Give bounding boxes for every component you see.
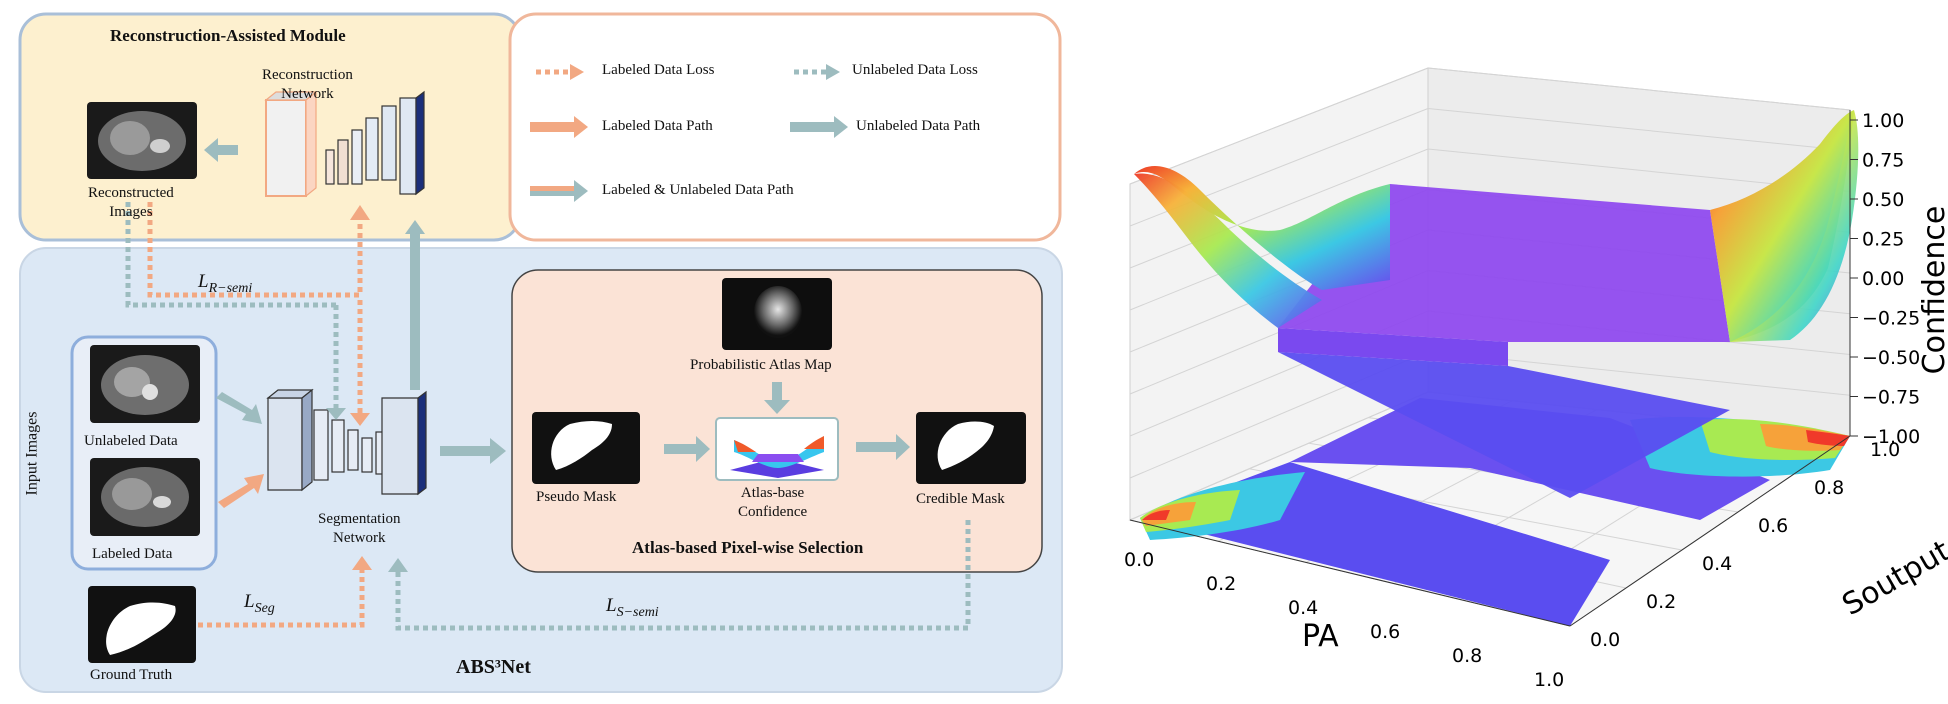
x-axis-label: PA — [1302, 619, 1339, 654]
loss-s-semi-subscript: S−semi — [616, 604, 659, 620]
atlas-confidence-line2: Confidence — [738, 504, 808, 520]
pseudo-mask-thumb — [532, 412, 640, 484]
loss-paths — [125, 202, 971, 631]
surface-step-plane — [1278, 184, 1730, 498]
reconstructed-images-label: Reconstructed Images — [88, 184, 174, 222]
loss-r-semi-subscript: R−semi — [208, 280, 253, 296]
z-gridline-back — [1427, 108, 1851, 152]
ground-truth-thumb — [88, 586, 196, 663]
surface-right-ridge — [1710, 110, 1859, 342]
z-tick-label: 0.00 — [1862, 268, 1904, 290]
x-tick-label: 0.8 — [1452, 645, 1482, 667]
z-gridline-back — [1427, 67, 1851, 111]
reconstructed-images-line2: Images — [109, 204, 153, 220]
labeled-data-label: Labeled Data — [92, 546, 173, 562]
segmentation-network-line1: Segmentation — [318, 511, 401, 527]
y-tick-label: 0.4 — [1702, 553, 1732, 575]
reconstruction-module-title: Reconstruction-Assisted Module — [110, 26, 346, 45]
pseudo-mask-label: Pseudo Mask — [536, 489, 617, 505]
z-tick-label: −1.00 — [1862, 426, 1920, 448]
loss-s-semi-symbol: L — [606, 595, 617, 616]
y-tick-label: 0.2 — [1646, 591, 1676, 613]
x-tick-label: 0.4 — [1288, 597, 1318, 619]
z-tick-label: −0.50 — [1862, 347, 1920, 369]
loss-seg-subscript: Seg — [254, 600, 275, 616]
loss-s-semi: LS−semi — [606, 596, 659, 622]
y-tick-label: 1.0 — [1870, 439, 1900, 461]
reconstruction-network-blocks — [264, 90, 425, 198]
probabilistic-atlas-label: Probabilistic Atlas Map — [690, 357, 832, 373]
confidence-surface-plot: 0.0 0.2 0.4 0.6 0.8 1.0 0.0 0.2 0.4 0.6 0.8 1.0 1.00… — [1124, 67, 1948, 691]
legend-unlabeled-path: Unlabeled Data Path — [856, 118, 981, 134]
reconstruction-network-label: Reconstruction Network — [262, 66, 353, 104]
legend-panel — [508, 12, 1062, 242]
network-title: ABS³Net — [456, 656, 531, 678]
loss-r-semi-symbol: L — [198, 271, 209, 292]
z-axis-label: Confidence — [1917, 206, 1948, 375]
segmentation-network-blocks — [266, 388, 427, 496]
y-axis-label: Soutput — [1837, 534, 1948, 623]
legend-unlabeled-loss: Unlabeled Data Loss — [852, 62, 978, 78]
legend-labeled-path: Labeled Data Path — [602, 118, 713, 134]
z-tick-label: 1.00 — [1862, 110, 1904, 132]
atlas-confidence-line1: Atlas-base — [740, 485, 805, 501]
credible-mask-label: Credible Mask — [916, 491, 1005, 507]
reconstructed-image-thumb — [87, 102, 197, 179]
data-path-arrows — [204, 138, 910, 508]
input-images-label: Input Images — [23, 411, 41, 496]
ground-truth-label: Ground Truth — [90, 667, 173, 683]
loss-seg: LSeg — [244, 592, 275, 618]
z-gridline-left — [1129, 148, 1429, 269]
axis-ticks: 0.0 0.2 0.4 0.6 0.8 1.0 0.0 0.2 0.4 0.6 0.8 1.0 1.00… — [1124, 110, 1920, 691]
legend-both-path: Labeled & Unlabeled Data Path — [602, 182, 794, 198]
x-axis-line — [1129, 519, 1571, 627]
y-tick-label: 0.6 — [1758, 515, 1788, 537]
z-tick-label: 0.75 — [1862, 150, 1904, 172]
x-tick-label: 0.0 — [1124, 549, 1154, 571]
surface-left-ridge — [1134, 166, 1390, 328]
z-tick-label: 0.50 — [1862, 189, 1904, 211]
z-gridline-left — [1129, 67, 1429, 185]
loss-r-semi: LR−semi — [198, 272, 252, 298]
segmentation-network-line2: Network — [333, 530, 386, 546]
atlas-confidence-thumb — [715, 417, 839, 481]
unlabeled-image-thumb — [90, 345, 200, 423]
atlas-module-title: Atlas-based Pixel-wise Selection — [632, 538, 864, 557]
labeled-image-thumb — [90, 458, 200, 536]
z-tick-label: −0.25 — [1862, 308, 1920, 330]
credible-mask-thumb — [916, 412, 1026, 484]
reconstruction-network-line2: Network — [281, 86, 334, 102]
reconstructed-images-line1: Reconstructed — [88, 185, 174, 201]
reconstruction-network-line1: Reconstruction — [262, 67, 353, 83]
y-axis-line — [1569, 435, 1851, 627]
z-tick-label: −0.75 — [1862, 387, 1920, 409]
x-tick-label: 1.0 — [1534, 669, 1564, 691]
legend-labeled-loss: Labeled Data Loss — [602, 62, 715, 78]
x-tick-label: 0.2 — [1206, 573, 1236, 595]
y-tick-label: 0.0 — [1590, 629, 1620, 651]
loss-seg-symbol: L — [244, 591, 255, 612]
segmentation-network-label: Segmentation Network — [318, 510, 401, 548]
atlas-confidence-label: Atlas-base Confidence — [738, 484, 807, 522]
atlas-map-thumb — [722, 278, 832, 350]
legend-glyphs — [530, 64, 848, 202]
unlabeled-data-label: Unlabeled Data — [84, 433, 178, 449]
diagram-canvas — [18, 12, 1063, 693]
y-tick-label: 0.8 — [1814, 477, 1844, 499]
z-tick-label: 0.25 — [1862, 229, 1904, 251]
x-tick-label: 0.6 — [1370, 621, 1400, 643]
